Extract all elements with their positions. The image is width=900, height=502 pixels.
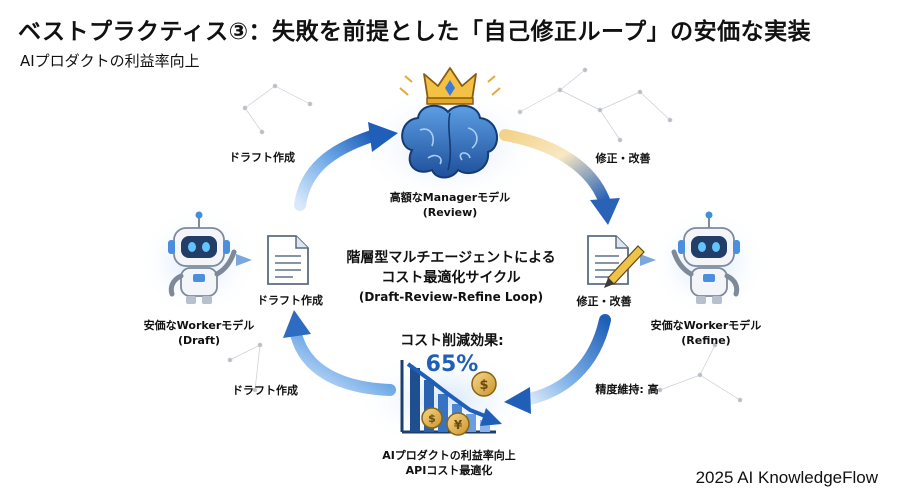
- arrow-bottom-left: [283, 310, 396, 396]
- worker-refine-label: 安価なWorkerモデル: [651, 318, 762, 332]
- cost-value: 65%: [426, 352, 479, 377]
- svg-text:$: $: [428, 412, 436, 425]
- yen-coin-icon: ¥: [446, 412, 470, 436]
- robot-draft-icon: [168, 211, 237, 304]
- center-line-1: 階層型マルチエージェントによる: [346, 249, 555, 266]
- center-line-3: (Draft-Review-Refine Loop): [359, 290, 543, 304]
- document-draft-icon: [267, 235, 309, 285]
- worker-draft-role: (Draft): [178, 334, 220, 347]
- cost-caption-2: APIコスト最適化: [406, 463, 493, 477]
- manager-label: 高額なManagerモデル: [390, 190, 510, 204]
- worker-refine-role: (Refine): [681, 334, 730, 347]
- page-subtitle: AIプロダクトの利益率向上: [20, 52, 200, 70]
- cost-caption-1: AIプロダクトの利益率向上: [382, 448, 516, 462]
- center-line-2: コスト最適化サイクル: [381, 269, 520, 286]
- small-arrow-left-icon: [236, 254, 252, 266]
- arrow-top-left-label: ドラフト作成: [229, 150, 295, 164]
- footer-credit: 2025 AI KnowledgeFlow: [695, 468, 878, 487]
- pencil-icon: [604, 245, 645, 288]
- small-arrow-right-icon: [640, 254, 656, 266]
- dollar-coin-small-icon: $: [421, 407, 443, 429]
- arrow-top-right: [499, 129, 620, 225]
- page-title: ベストプラクティス③：失敗を前提とした「自己修正ループ」の安価な実装: [18, 19, 812, 45]
- svg-text:$: $: [479, 378, 488, 393]
- dollar-coin-icon: $: [471, 371, 497, 397]
- robot-refine-icon: [671, 211, 740, 304]
- crown-icon: [399, 67, 501, 105]
- document-draft-label: ドラフト作成: [257, 293, 323, 307]
- document-refine-icon: [587, 235, 629, 285]
- cost-heading: コスト削減効果:: [400, 332, 504, 349]
- arrow-top-right-label: 修正・改善: [595, 151, 651, 165]
- network-decoration: [227, 67, 743, 403]
- document-refine-label: 修正・改善: [576, 294, 632, 308]
- arrow-bottom-left-label: ドラフト作成: [232, 383, 298, 397]
- worker-draft-label: 安価なWorkerモデル: [144, 318, 255, 332]
- arrow-bottom-right-label: 精度維持: 高: [595, 382, 658, 396]
- brain-icon: [401, 104, 498, 179]
- arrow-top-left: [294, 122, 398, 211]
- arrow-bottom-right: [504, 314, 611, 414]
- svg-text:¥: ¥: [454, 418, 463, 432]
- manager-role: (Review): [423, 206, 478, 219]
